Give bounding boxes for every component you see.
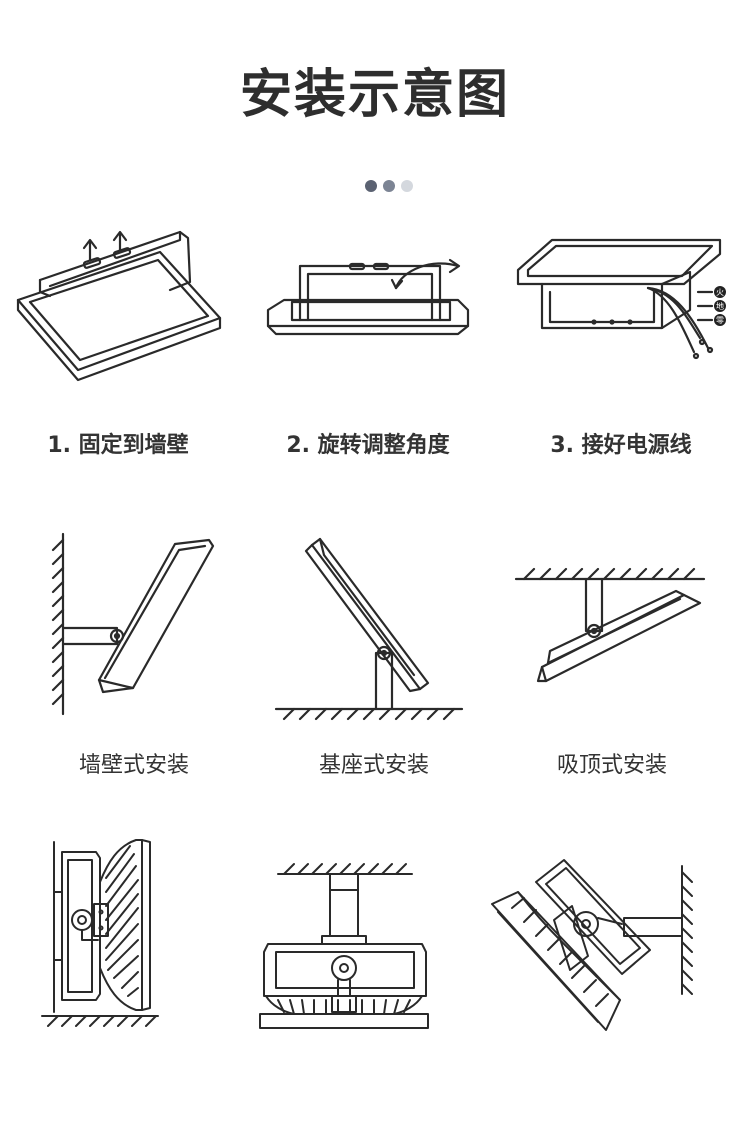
pager-dot-1[interactable]	[365, 180, 377, 192]
power-wiring-icon: 火 地 零	[512, 232, 726, 372]
wall-fix-panel-icon	[10, 220, 230, 380]
step-label-2: 2. 旋转调整角度	[286, 433, 450, 458]
base-mount-icon	[272, 535, 467, 725]
page-title: 安装示意图	[239, 65, 510, 125]
pager-dots	[363, 180, 423, 194]
step-label-3: 3. 接好电源线	[550, 433, 692, 458]
mount-label-base: 基座式安装	[318, 753, 429, 778]
pager-dot-2[interactable]	[383, 180, 395, 192]
wire-tag-ground: 地	[716, 301, 724, 311]
rotate-angle-icon	[262, 248, 482, 358]
mount-label-ceiling: 吸顶式安装	[556, 753, 667, 778]
ceiling-mount-icon	[512, 565, 712, 695]
wall-mount-highbay-icon	[38, 832, 168, 1028]
pager-dot-3[interactable]	[401, 180, 413, 192]
wire-tag-live: 火	[716, 288, 724, 297]
wall-bracket-highbay-icon	[488, 858, 694, 1036]
mount-label-wall: 墙壁式安装	[78, 753, 189, 778]
wire-tag-neutral: 零	[716, 316, 724, 325]
wall-mount-icon	[45, 530, 225, 720]
step-label-1: 1. 固定到墙壁	[47, 433, 189, 458]
pendant-mount-highbay-icon	[254, 860, 436, 1032]
